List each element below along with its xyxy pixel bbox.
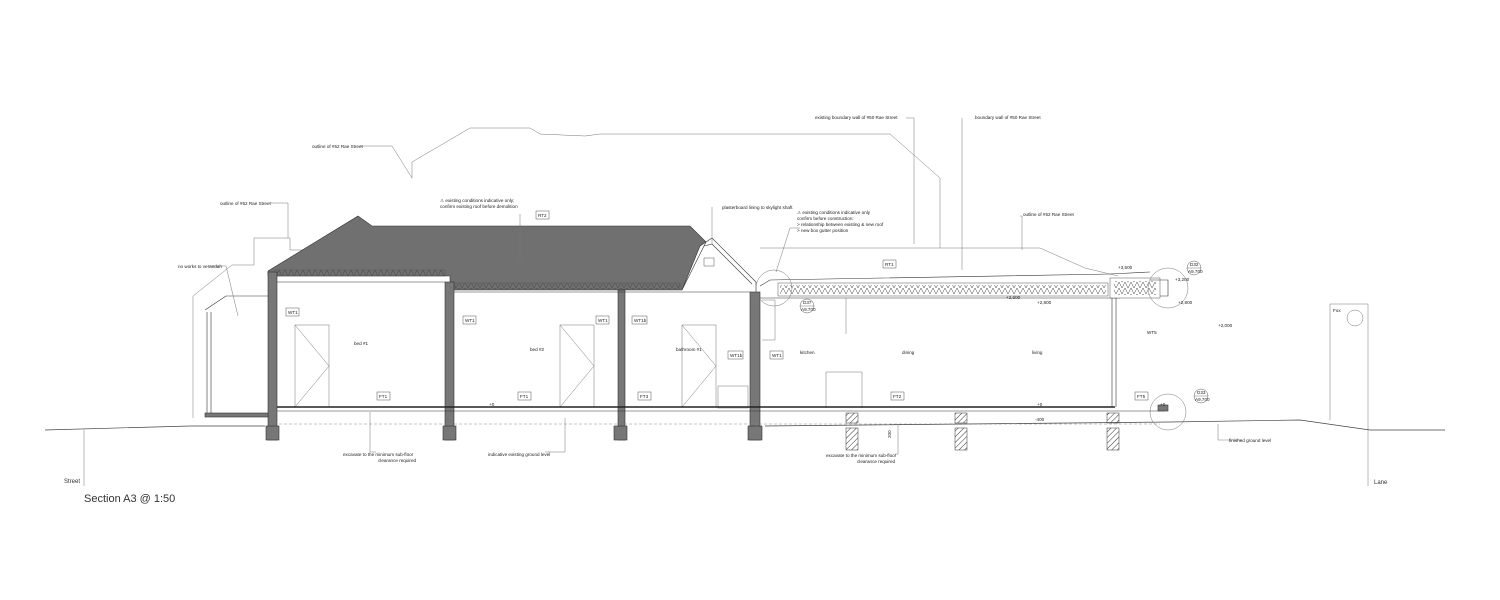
tag-wt1-a: WT1: [288, 310, 298, 315]
type-tags: RT2 RT1 WT1 WT1 WT1 WT1b WT1b WT1 FT1 FT…: [285, 210, 1157, 401]
level-marker-icon: +: [1118, 265, 1121, 270]
tag-wt5: WT5: [1147, 330, 1157, 335]
verandah: [204, 295, 270, 418]
room-living: living: [1032, 350, 1043, 355]
room-bed2: bed #2: [530, 347, 544, 352]
detail-d32-id: D32: [1190, 262, 1199, 267]
ground-line: [44, 419, 1445, 486]
tag-wt1-c: WT1: [598, 318, 608, 323]
tag-ft5: FT5: [1137, 394, 1146, 399]
note-no-works: no works to verandah: [178, 264, 222, 269]
note-excavate-2: excavate to the minimum sub-floor: [826, 453, 897, 458]
annotations: outline of #52 Rae Street outline of #52…: [178, 115, 1341, 464]
detail-d33-id: D33: [1197, 390, 1206, 395]
detail-d37-sheet: A9.700: [801, 307, 816, 312]
note-outline-52-c: outline of #52 Rae Street: [1023, 212, 1075, 217]
level-marker-icon: +: [1175, 277, 1178, 282]
dim-200: 200: [887, 430, 892, 438]
tag-wt1b-b: WT1b: [730, 353, 743, 358]
piers: [845, 412, 1120, 451]
detail-circles: [755, 267, 1364, 431]
note-outline-52-a: outline of #52 Rae Street: [312, 144, 364, 149]
detail-d37-id: D37: [803, 300, 812, 305]
tag-ft3: FT3: [640, 394, 649, 399]
detail-references: D32 A9.700 D37 A9.700 D33 A9.700: [799, 260, 1210, 404]
level-zero-c: +0: [1160, 402, 1166, 407]
level-3500: +3,500: [1118, 265, 1133, 270]
level-marker-icon: +: [1160, 402, 1163, 407]
room-kitchen: kitchen: [800, 350, 815, 355]
note-boundary-50-existing: existing boundary wall of #50 Rae Street: [815, 115, 898, 120]
note-excavate-1: excavate to the minimum sub-floor: [343, 452, 414, 457]
note-plasterboard: plasterboard lining to skylight shaft: [722, 205, 793, 210]
note-existing-1-line2: confirm existing roof before demolition: [440, 204, 518, 209]
warning-icon: ⚠: [797, 210, 802, 215]
edge-label-lane: Lane: [1374, 480, 1388, 486]
detail-ref-d32[interactable]: D32 A9.700: [1186, 260, 1203, 276]
level-marker-icon: +: [1218, 323, 1221, 328]
level-zero-a: +0: [489, 402, 495, 407]
level-marker-icon: +: [1037, 402, 1040, 407]
note-fox: Fox: [1333, 308, 1341, 313]
tag-ft2: FT2: [893, 394, 902, 399]
level-marker-icon: +: [1037, 300, 1040, 305]
level-markers: +0 +0 +0 +3,500 +3,200 +2,800 +2,800 +2,…: [489, 265, 1233, 422]
drawing-title: Section A3 @ 1:50: [84, 493, 175, 505]
note-existing-1-line1: existing conditions indicative only;: [445, 198, 514, 203]
neighbour-outlines: [192, 127, 1369, 430]
note-existing-2-line1: existing conditions indicative only: [802, 210, 870, 215]
detail-d33-sheet: A9.700: [1195, 397, 1210, 402]
room-bathroom1: bathroom #1: [676, 347, 702, 352]
note-excavate-1-line2: clearance required: [378, 458, 416, 463]
level-marker-icon: +: [489, 402, 492, 407]
existing-roof: [267, 215, 757, 296]
note-excavate-2-line2: clearance required: [857, 459, 895, 464]
level-2800-a: +2,800: [1037, 300, 1052, 305]
warning-icon: ⚠: [440, 198, 445, 203]
room-dining: dining: [902, 350, 915, 355]
note-outline-52-b: outline of #52 Rae Street: [220, 201, 272, 206]
tag-ft1-b: FT1: [520, 394, 529, 399]
detail-ref-d37[interactable]: D37 A9.700: [799, 298, 816, 314]
leader-lines: [208, 117, 1242, 455]
level-marker-icon: +: [1006, 295, 1009, 300]
tag-rt1: RT1: [885, 262, 894, 267]
edge-label-street: Street: [64, 479, 80, 485]
level-2000: +2,000: [1218, 323, 1233, 328]
detail-ref-d33[interactable]: D33 A9.700: [1193, 388, 1210, 404]
tag-wt1b-a: WT1b: [634, 318, 647, 323]
floor: [277, 404, 1169, 425]
tag-rt2: RT2: [538, 213, 547, 218]
note-existing-2-line4: > new box gutter position: [797, 228, 849, 233]
note-existing-1: ⚠ existing conditions indicative only;: [440, 198, 514, 203]
room-labels: bed #1 bed #2 bathroom #1 kitchen dining…: [354, 341, 1043, 355]
note-finished-ground: finished ground level: [1229, 438, 1271, 443]
note-boundary-50: boundary wall of #50 Rae Street: [975, 115, 1041, 120]
level-3200: +3,200: [1175, 277, 1190, 282]
level-zero-b: +0: [1037, 402, 1043, 407]
tag-wt1-d: WT1: [772, 353, 782, 358]
tag-wt1-b: WT1: [465, 318, 475, 323]
room-bed1: bed #1: [354, 341, 368, 346]
note-existing-2-line2: confirm before construction:: [797, 216, 854, 221]
tag-ft1-a: FT1: [379, 394, 388, 399]
detail-d32-sheet: A9.700: [1188, 269, 1203, 274]
new-roof: [759, 271, 1169, 407]
existing-walls: [265, 271, 763, 441]
note-existing-2-line3: > relationship between existing & new ro…: [797, 222, 884, 227]
note-existing-2: ⚠ existing conditions indicative only: [797, 210, 871, 215]
level-minus-400: -400: [1035, 417, 1045, 422]
level-2600: +2,600: [1006, 295, 1021, 300]
note-ground-indicative: indicative existing ground level: [488, 452, 550, 457]
level-2800-b: +2,800: [1178, 300, 1193, 305]
level-marker-icon: +: [1178, 300, 1181, 305]
